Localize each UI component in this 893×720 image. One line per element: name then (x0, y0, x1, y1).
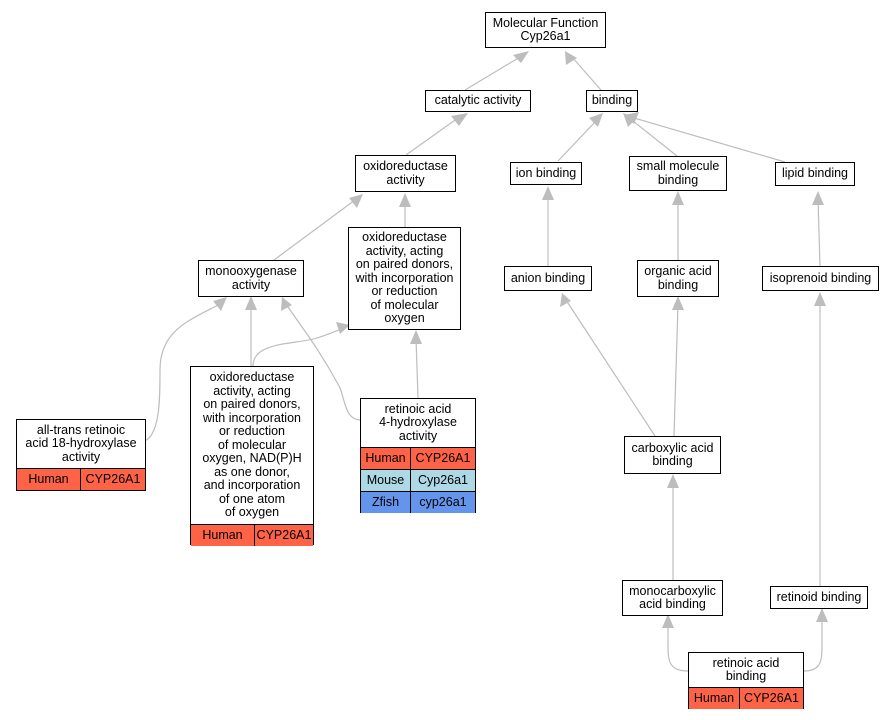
edge (141, 303, 221, 443)
node-label: binding (591, 93, 633, 108)
arrowhead (399, 193, 411, 207)
edge (632, 120, 678, 157)
node-label: all-trans retinoic acid 18-hydroxylase a… (25, 422, 137, 464)
node-oxidoreductase-nadph[interactable]: oxidoreductase activity, acting on paire… (190, 366, 314, 546)
annotation-row-human[interactable]: Human CYP26A1 (361, 447, 475, 469)
node-ion-binding[interactable]: ion binding (510, 162, 582, 185)
node-label: carboxylic acid binding (631, 440, 714, 468)
node-label: catalytic activity (434, 93, 522, 108)
node-monocarboxylic-acid-binding[interactable]: monocarboxylic acid binding (622, 580, 723, 616)
node-label: small molecule binding (636, 159, 720, 187)
node-oxidoreductase-activity[interactable]: oxidoreductase activity (355, 155, 456, 192)
node-label: organic acid binding (644, 264, 712, 292)
arrowhead (213, 297, 227, 311)
species-cell: Mouse (361, 470, 411, 491)
arrowhead (451, 113, 468, 126)
species-cell: Human (17, 469, 81, 490)
annotation-row-human[interactable]: Human CYP26A1 (689, 687, 803, 709)
node-label: oxidoreductase activity, acting on paire… (202, 370, 302, 520)
gene-cell: CYP26A1 (85, 471, 141, 486)
gene-cell: CYP26A1 (744, 690, 799, 705)
node-all-trans-retinoic-acid-18-hydroxylase[interactable]: all-trans retinoic acid 18-hydroxylase a… (16, 419, 146, 491)
edge (565, 299, 656, 437)
arrowhead (624, 112, 639, 124)
edge (273, 199, 356, 261)
node-retinoic-acid-binding[interactable]: retinoic acid binding Human CYP26A1 (688, 652, 804, 709)
node-label: anion binding (510, 270, 586, 285)
edge (667, 622, 689, 672)
annotation-row-mouse[interactable]: Mouse Cyp26a1 (361, 469, 475, 491)
node-label: monocarboxylic acid binding (629, 583, 716, 611)
node-label: oxidoreductase activity, acting on paire… (355, 230, 454, 326)
edge (285, 303, 362, 421)
edge (803, 616, 823, 672)
node-lipid-binding[interactable]: lipid binding (775, 162, 855, 186)
gene-cell: CYP26A1 (256, 527, 312, 542)
node-label: retinoic acid binding (712, 655, 780, 683)
arrowhead (672, 296, 684, 310)
node-small-molecule-binding[interactable]: small molecule binding (629, 156, 727, 191)
arrowhead (589, 113, 603, 127)
species-cell: Human (361, 448, 411, 469)
node-organic-acid-binding[interactable]: organic acid binding (637, 260, 719, 297)
arrowhead (814, 292, 826, 306)
arrowhead (672, 191, 684, 205)
edge (252, 327, 346, 367)
gene-cell: Cyp26a1 (417, 472, 469, 487)
node-label: monooxygenase activity (205, 264, 297, 292)
node-binding[interactable]: binding (586, 90, 638, 112)
gene-cell: cyp26a1 (419, 494, 467, 509)
edge (673, 303, 679, 437)
annotation-row-human[interactable]: Human CYP26A1 (17, 468, 145, 490)
arrowhead (816, 608, 828, 622)
edge (557, 120, 597, 162)
species-cell: Human (191, 525, 255, 546)
node-molecular-function[interactable]: Molecular Function Cyp26a1 (485, 12, 606, 48)
node-retinoic-acid-4-hydroxylase[interactable]: retinoic acid 4-hydroxylase activity Hum… (360, 398, 476, 513)
arrowhead (667, 474, 679, 488)
arrowhead (336, 322, 350, 334)
arrowhead (662, 614, 674, 628)
arrowhead (410, 330, 422, 344)
edge (817, 198, 821, 267)
arrowhead (513, 51, 529, 63)
gene-cell: CYP26A1 (415, 450, 471, 465)
species-cell: Human (689, 688, 740, 709)
arrowhead (542, 186, 554, 200)
edge (571, 56, 602, 91)
node-retinoid-binding[interactable]: retinoid binding (770, 586, 868, 609)
edge (633, 117, 786, 163)
arrowhead (245, 296, 257, 310)
node-label: retinoic acid 4-hydroxylase activity (379, 401, 457, 443)
node-isoprenoid-binding[interactable]: isoprenoid binding (762, 266, 879, 291)
node-monooxygenase-activity[interactable]: monooxygenase activity (198, 260, 304, 297)
annotation-row-zfish[interactable]: Zfish cyp26a1 (361, 491, 475, 513)
annotation-row-human[interactable]: Human CYP26A1 (191, 524, 313, 546)
species-cell: Zfish (361, 492, 411, 513)
arrowhead (565, 51, 577, 65)
edge (405, 117, 459, 156)
arrowhead (281, 297, 292, 311)
node-label: lipid binding (781, 166, 849, 181)
node-oxidoreductase-paired-donors[interactable]: oxidoreductase activity, acting on paire… (348, 227, 461, 330)
node-catalytic-activity[interactable]: catalytic activity (425, 90, 531, 112)
node-carboxylic-acid-binding[interactable]: carboxylic acid binding (624, 436, 721, 474)
node-label: ion binding (515, 165, 577, 180)
edge (464, 56, 521, 91)
node-label: isoprenoid binding (769, 270, 872, 285)
arrowhead (560, 293, 571, 307)
node-label: Molecular Function Cyp26a1 (492, 15, 599, 43)
arrowhead (812, 191, 824, 205)
node-label: oxidoreductase activity (363, 159, 448, 187)
node-label: retinoid binding (776, 589, 862, 604)
arrowhead (349, 194, 363, 208)
edge (415, 337, 419, 399)
node-anion-binding[interactable]: anion binding (504, 266, 592, 291)
